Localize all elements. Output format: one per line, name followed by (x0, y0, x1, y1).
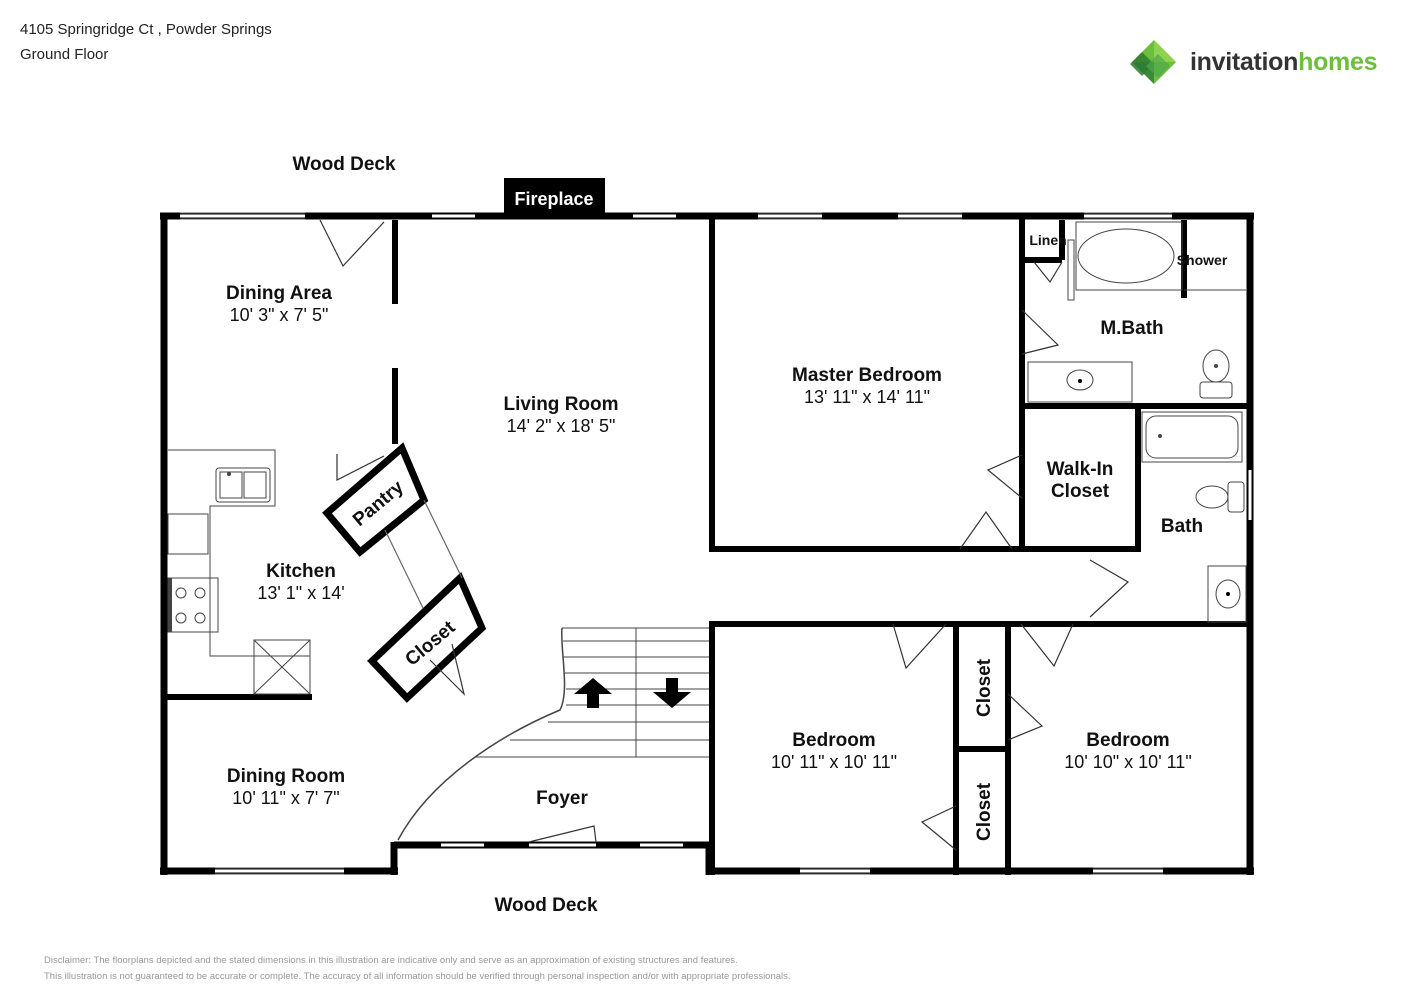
master-bath-fixtures (1027, 221, 1246, 403)
logo-word-homes: homes (1298, 48, 1378, 76)
bedroom-2-dims: 10' 10" x 10' 11" (1064, 752, 1191, 772)
wood-deck-top-label: Wood Deck (292, 154, 396, 175)
wood-deck-bottom-label: Wood Deck (494, 895, 598, 916)
interior-walls (164, 216, 1250, 875)
mbath-sink-icon (1078, 379, 1082, 383)
window-frames (180, 212, 1172, 875)
kitchen-dims: 13' 1" x 14' (257, 583, 344, 603)
walkin-closet-line1: Walk-In (1047, 459, 1114, 480)
living-room-dims: 14' 2" x 18' 5" (507, 416, 616, 436)
kitchen-fixtures (167, 449, 311, 695)
kitchen-sink-icon (227, 472, 231, 476)
windows (180, 214, 1252, 873)
dining-room-name: Dining Room (227, 766, 345, 787)
walkin-closet-line2: Closet (1051, 481, 1110, 502)
fireplace-block (504, 178, 605, 218)
bedroom-1-dims: 10' 11" x 10' 11" (771, 752, 897, 772)
mbath-toilet-icon (1214, 364, 1218, 368)
closet-lower-label: Closet (974, 782, 995, 841)
kitchen-name: Kitchen (266, 561, 336, 582)
dining-room-dims: 10' 11" x 7' 7" (232, 788, 339, 808)
logo-word-invitation: invitation (1190, 48, 1299, 76)
foyer-label: Foyer (536, 788, 588, 809)
master-bedroom-name: Master Bedroom (792, 365, 942, 386)
master-bedroom-dims: 13' 11" x 14' 11" (804, 387, 930, 407)
bath-fixtures (1141, 411, 1247, 623)
dining-area-dims: 10' 3" x 7' 5" (230, 305, 329, 325)
disclaimer-line-1: Disclaimer: The floorplans depicted and … (44, 955, 738, 966)
living-room-name: Living Room (503, 394, 618, 415)
linen-label: Linen (1029, 232, 1066, 248)
property-address: 4105 Springridge Ct , Powder Springs (20, 21, 272, 38)
door-swings (319, 219, 1130, 851)
floor-label: Ground Floor (20, 46, 109, 63)
logo-diamond-icon (1130, 40, 1176, 84)
logo-wordmark: invitationhomes (1190, 48, 1378, 77)
pantry-passage (384, 499, 463, 609)
stair-up-arrow-icon (574, 678, 612, 708)
bath-sink-icon (1226, 592, 1230, 596)
bedroom-1-name: Bedroom (792, 730, 875, 751)
fireplace-label: Fireplace (514, 189, 593, 209)
closet-upper-label: Closet (974, 658, 995, 717)
stair-down-arrow-icon (653, 678, 691, 708)
bedroom-2-name: Bedroom (1086, 730, 1169, 751)
bath-label: Bath (1161, 516, 1203, 537)
kitchen-closet-box (367, 572, 487, 703)
stove-icon (168, 578, 172, 632)
bath-tub-icon (1158, 434, 1162, 438)
mbath-label: M.Bath (1100, 318, 1163, 339)
dining-area-name: Dining Area (226, 283, 332, 304)
disclaimer-line-2: This illustration is not guaranteed to b… (44, 971, 791, 982)
invitation-homes-logo: invitationhomes (1128, 38, 1388, 90)
shower-label: Shower (1177, 252, 1228, 268)
